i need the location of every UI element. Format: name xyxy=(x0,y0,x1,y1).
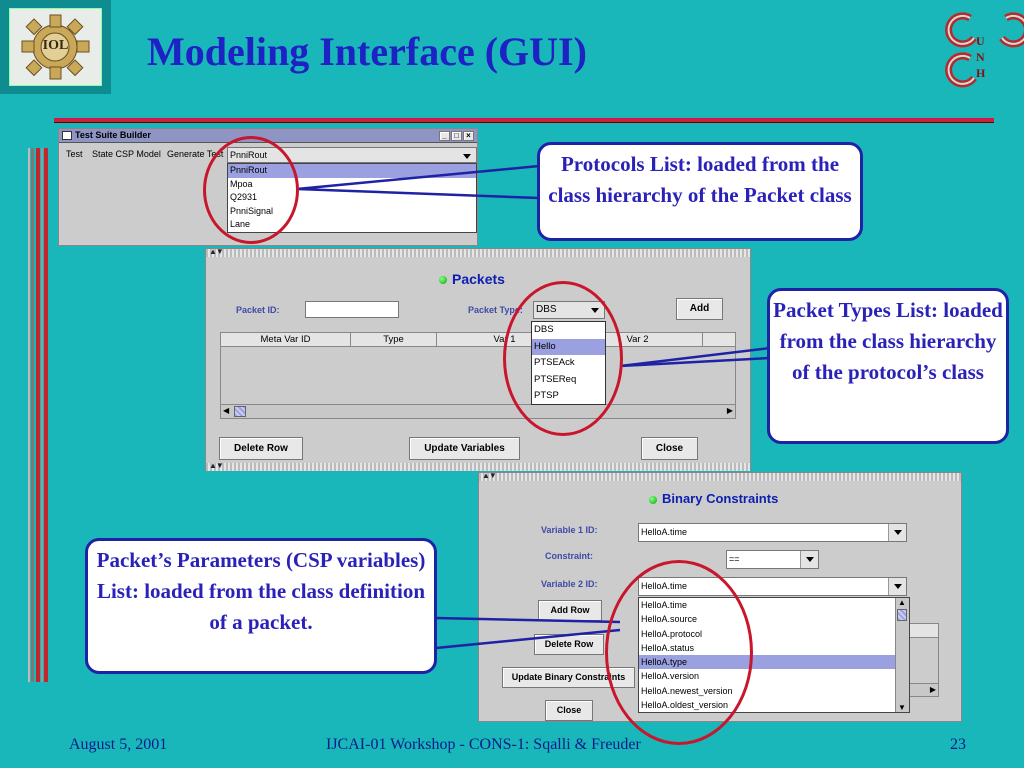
column-header[interactable]: Var 2 xyxy=(573,333,703,347)
unh-logo: U N H xyxy=(936,4,1024,92)
iol-logo: IOL xyxy=(0,0,111,94)
packet-type-label: Packet Type: xyxy=(468,305,523,315)
panel-grip-top[interactable]: ▲▼ xyxy=(206,247,750,257)
constraint-label: Constraint: xyxy=(545,551,593,561)
panel-grip-bottom[interactable]: ▲▼ xyxy=(206,461,750,471)
callout-parameters-list: Packet’s Parameters (CSP variables) List… xyxy=(85,538,437,674)
slide-title: Modeling Interface (GUI) xyxy=(147,29,587,74)
chevron-down-icon[interactable] xyxy=(888,524,906,541)
unh-letter-n: N xyxy=(976,50,985,64)
status-dot-icon xyxy=(649,495,657,504)
vertical-scrollbar[interactable]: ▲ ▼ xyxy=(895,598,909,712)
packets-panel: ▲▼ Packets Packet ID: Packet Type: DBS A… xyxy=(205,247,751,471)
chevron-down-icon[interactable] xyxy=(888,578,906,595)
close-window-button[interactable]: × xyxy=(463,131,474,141)
variable1-label: Variable 1 ID: xyxy=(541,525,598,535)
close-button[interactable]: Close xyxy=(641,437,698,460)
status-dot-icon xyxy=(439,276,447,285)
chevron-down-icon[interactable] xyxy=(800,551,818,568)
menu-test[interactable]: Test xyxy=(66,149,83,159)
unh-letter-h: H xyxy=(976,66,986,80)
variable2-label: Variable 2 ID: xyxy=(541,579,598,589)
scroll-thumb[interactable] xyxy=(897,609,907,621)
constraint-dropdown[interactable]: == xyxy=(726,550,819,569)
highlight-ring-variables xyxy=(605,560,753,745)
iol-logo-text: IOL xyxy=(42,38,69,53)
packet-id-input[interactable] xyxy=(305,301,399,318)
close-button[interactable]: Close xyxy=(545,700,593,721)
scroll-right-icon[interactable]: ▶ xyxy=(726,406,733,415)
footer-center: IJCAI-01 Workshop - CONS-1: Sqalli & Fre… xyxy=(326,736,641,753)
highlight-ring-packet-types xyxy=(503,281,623,436)
horizontal-scrollbar[interactable]: ◀ ▶ xyxy=(221,404,735,418)
variables-table: Meta Var ID Type Var 1 Var 2 ◀ ▶ xyxy=(220,332,736,419)
app-icon xyxy=(62,131,72,140)
packets-title: Packets xyxy=(439,271,505,287)
menu-bar: Test State CSP Model Generate Test xyxy=(59,144,477,164)
column-header[interactable]: Meta Var ID xyxy=(221,333,351,347)
window-title: Test Suite Builder xyxy=(75,130,151,140)
chevron-down-icon[interactable] xyxy=(458,148,476,162)
highlight-ring-protocols xyxy=(203,136,299,244)
minimize-button[interactable]: _ xyxy=(439,131,450,141)
title-divider xyxy=(54,118,994,123)
collapse-arrows-icon[interactable]: ▲▼ xyxy=(209,461,224,470)
scroll-left-icon[interactable]: ◀ xyxy=(223,406,230,415)
footer-date: August 5, 2001 xyxy=(69,736,168,753)
unh-letter-u: U xyxy=(976,34,985,48)
menu-state-csp-model[interactable]: State CSP Model xyxy=(92,149,161,159)
scroll-up-icon[interactable]: ▲ xyxy=(898,598,906,607)
scroll-right-icon[interactable]: ▶ xyxy=(929,685,936,694)
scroll-down-icon[interactable]: ▼ xyxy=(898,703,906,712)
packets-title-text: Packets xyxy=(452,271,505,287)
maximize-button[interactable]: □ xyxy=(451,131,462,141)
collapse-arrows-icon[interactable]: ▲▼ xyxy=(209,247,224,256)
gear-icon xyxy=(21,14,90,80)
iol-logo-gear: IOL xyxy=(9,8,102,86)
menu-generate-test[interactable]: Generate Test xyxy=(167,149,224,159)
column-header[interactable]: Type xyxy=(351,333,437,347)
variable1-selected: HelloA.time xyxy=(641,527,688,537)
table-header: Meta Var ID Type Var 1 Var 2 xyxy=(221,333,735,347)
binary-title-text: Binary Constraints xyxy=(662,491,779,506)
binary-title: Binary Constraints xyxy=(649,491,778,506)
add-packet-button[interactable]: Add xyxy=(676,298,723,320)
packet-id-label: Packet ID: xyxy=(236,305,280,315)
callout-packet-types-list: Packet Types List: loaded from the class… xyxy=(767,288,1009,444)
side-decoration xyxy=(28,148,50,682)
update-variables-button[interactable]: Update Variables xyxy=(409,437,520,460)
variable1-dropdown[interactable]: HelloA.time xyxy=(638,523,907,542)
scroll-thumb[interactable] xyxy=(234,406,246,417)
delete-row-button[interactable]: Delete Row xyxy=(534,634,604,655)
collapse-arrows-icon[interactable]: ▲▼ xyxy=(482,471,497,480)
constraint-selected: == xyxy=(729,554,740,564)
footer-page-number: 23 xyxy=(950,736,966,753)
add-row-button[interactable]: Add Row xyxy=(538,600,602,621)
panel-grip-top[interactable]: ▲▼ xyxy=(479,471,961,481)
delete-row-button[interactable]: Delete Row xyxy=(219,437,303,460)
callout-protocols-list: Protocols List: loaded from the class hi… xyxy=(537,142,863,241)
